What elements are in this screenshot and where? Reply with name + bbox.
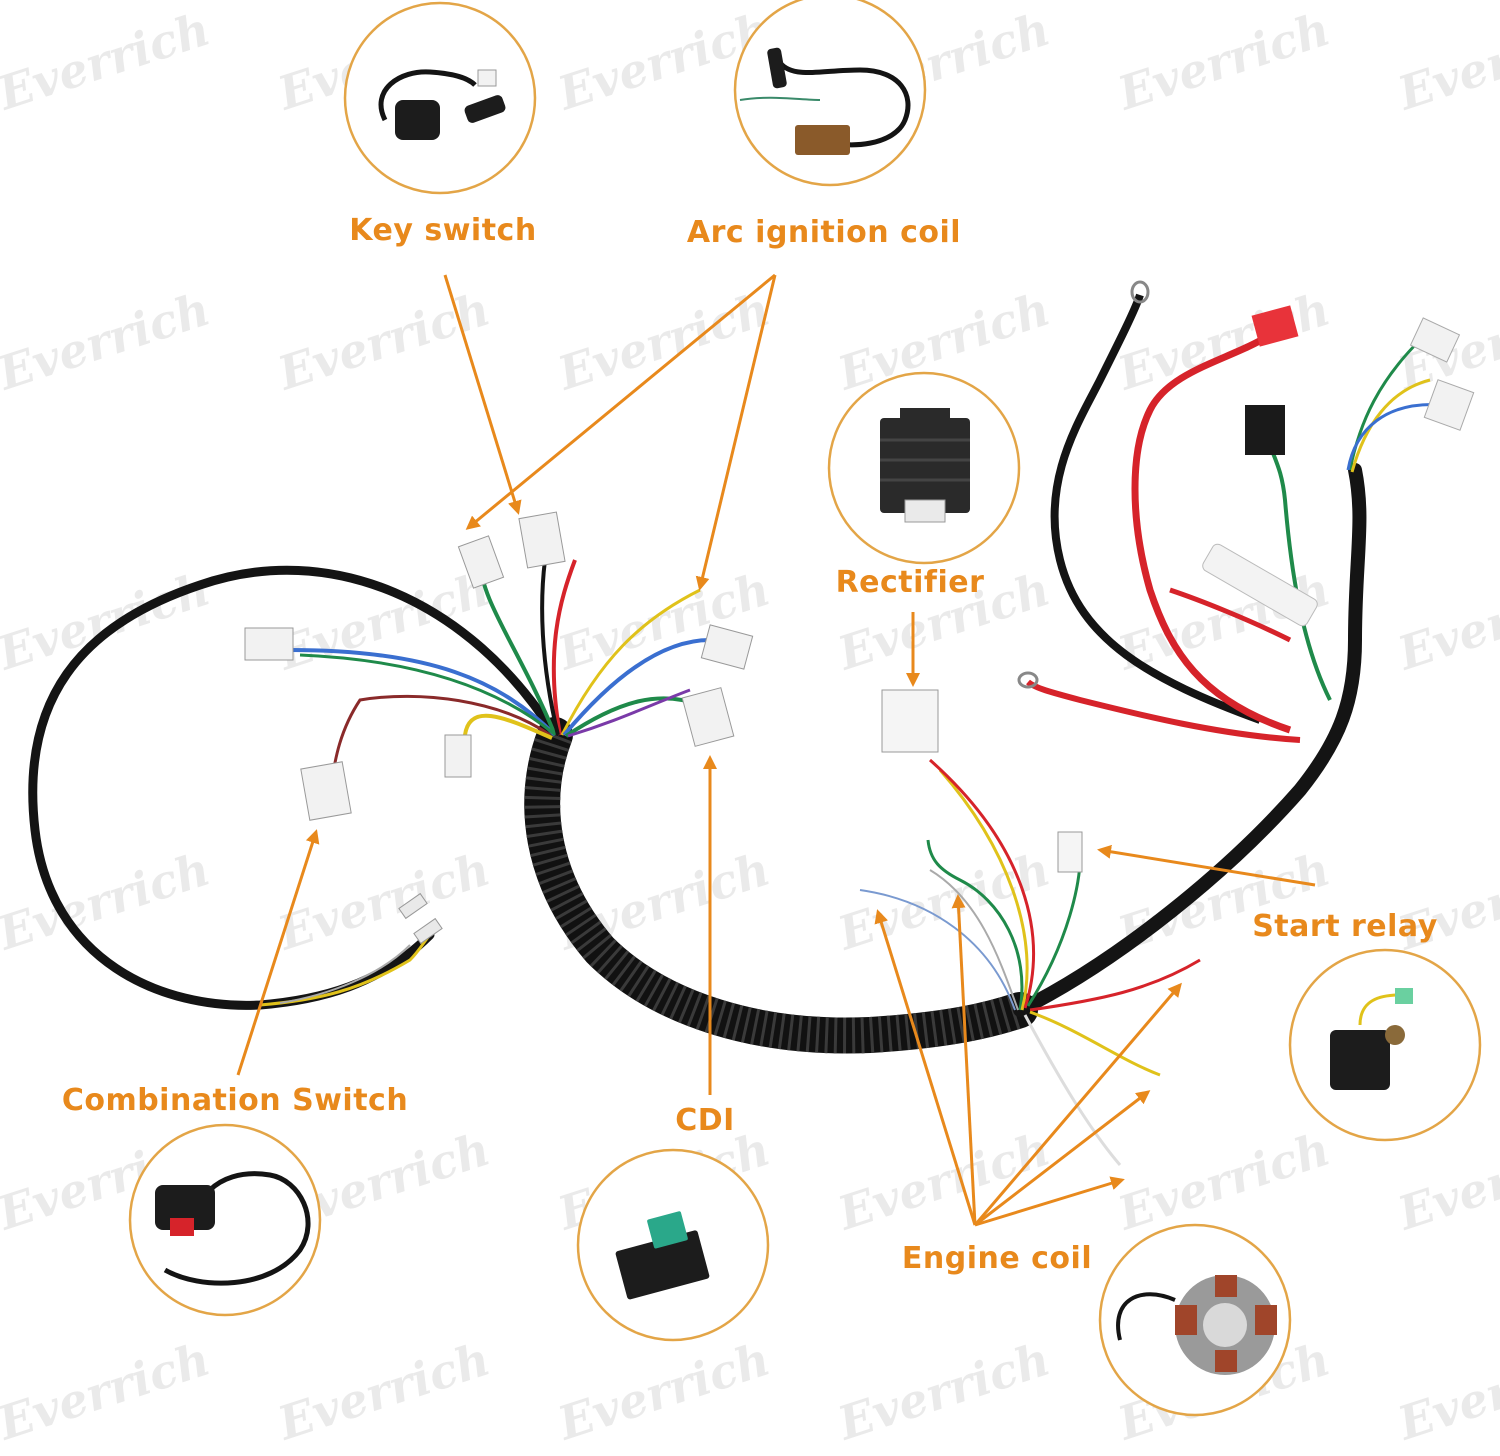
watermark-text: Everrich xyxy=(0,562,216,681)
thumb-arc-ignition-coil xyxy=(733,0,927,187)
watermark-text: Everrich xyxy=(1390,1122,1500,1241)
thumb-start-relay xyxy=(1288,948,1482,1142)
watermark-text: Everrich xyxy=(1110,1122,1336,1241)
arrow-start-relay xyxy=(1097,844,1316,887)
watermark-text: Everrich xyxy=(270,282,496,401)
watermark-text: Everrich xyxy=(550,1332,776,1451)
label-rectifier: Rectifier xyxy=(836,565,985,600)
label-engine-coil: Engine coil xyxy=(902,1241,1092,1276)
label-combination-switch: Combination Switch xyxy=(62,1083,408,1118)
arrow-arc-ignition-coil-left xyxy=(465,273,776,530)
watermark-text: Everrich xyxy=(1390,1332,1500,1451)
label-key-switch: Key switch xyxy=(349,213,536,248)
callout-arrows xyxy=(236,273,1316,1227)
watermark-text: Everrich xyxy=(830,1122,1056,1241)
label-start-relay: Start relay xyxy=(1252,909,1438,944)
thumb-rectifier xyxy=(827,371,1021,565)
label-cdi: CDI xyxy=(675,1103,735,1138)
arrow-key-switch xyxy=(443,274,522,515)
watermark-text: Everrich xyxy=(830,1332,1056,1451)
watermark-text: Everrich xyxy=(0,2,216,121)
watermark-text: Everrich xyxy=(1390,2,1500,121)
thumb-combination-switch xyxy=(128,1123,322,1317)
harness-right-wires xyxy=(859,689,1201,1166)
watermark-text: Everrich xyxy=(270,1332,496,1451)
arrows-engine-coil xyxy=(874,894,1182,1227)
watermark-text: Everrich xyxy=(270,842,496,961)
watermark-text: Everrich xyxy=(0,1332,216,1451)
thumb-key-switch xyxy=(343,1,537,195)
watermark-text: Everrich xyxy=(830,842,1056,961)
arrow-arc-ignition-coil-right xyxy=(695,274,777,591)
arrow-combination-switch xyxy=(236,829,320,1076)
label-arc-ignition-coil: Arc ignition coil xyxy=(687,215,961,250)
watermark-text: Everrich xyxy=(1390,562,1500,681)
thumb-engine-coil xyxy=(1098,1223,1292,1417)
watermark-text: Everrich xyxy=(0,842,216,961)
harness-wire-fan xyxy=(244,511,754,1007)
watermark-text: Everrich xyxy=(0,282,216,401)
watermark-text: Everrich xyxy=(1110,2,1336,121)
thumb-cdi xyxy=(576,1148,770,1342)
watermark-text: Everrich xyxy=(550,282,776,401)
